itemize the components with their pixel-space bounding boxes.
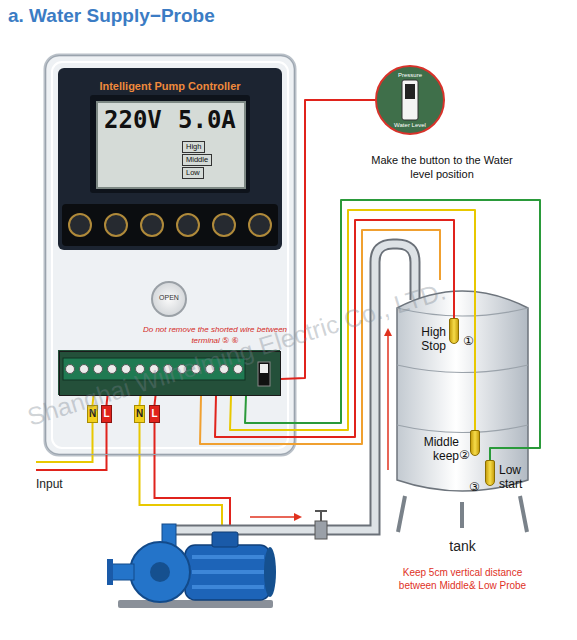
pump-flange — [107, 559, 113, 585]
flow-arrow — [250, 516, 300, 518]
wire-connector — [230, 210, 475, 430]
wire-connector — [215, 220, 454, 437]
panel-button — [249, 214, 271, 236]
valve — [315, 521, 327, 539]
wire-marker: N — [87, 405, 98, 423]
input-wire — [36, 423, 107, 470]
tank-rib — [397, 425, 528, 433]
switch-callout: PressureWater LevelMake the button to th… — [375, 65, 445, 135]
switch-toggle — [405, 84, 415, 99]
terminal-board — [58, 350, 280, 395]
panel-button — [69, 214, 91, 236]
terminal-strip — [63, 358, 245, 380]
controller-body — [45, 55, 295, 455]
switch-body — [402, 80, 418, 120]
mode-switch — [258, 362, 270, 386]
motor-fin — [192, 585, 264, 589]
level-indicator: High — [182, 141, 205, 153]
pump-base — [118, 600, 273, 608]
pump-motor — [185, 545, 270, 600]
current-reading: 5.0A — [178, 107, 236, 135]
input-label: Input — [36, 478, 63, 492]
probe-label: Middle keep — [415, 435, 459, 463]
valve-handle — [315, 511, 327, 521]
switch-lever — [260, 364, 268, 373]
flow-arrow — [387, 330, 389, 470]
level-indicator: Middle — [182, 154, 212, 166]
wire-connector — [245, 200, 540, 460]
pump-wire — [140, 423, 223, 533]
wire-connector — [107, 396, 108, 405]
voltage-reading: 220V — [104, 107, 162, 135]
warning-note: Do not remove the shorted wire between t… — [140, 324, 290, 346]
terminal-block: Do not remove the shorted wire between t… — [59, 351, 281, 396]
controller-box: Intelligent Pump Controller 220V 5.0A HighM… — [45, 55, 295, 455]
callout-number: ① — [463, 335, 474, 349]
wire-marker: N — [134, 405, 145, 423]
terminal-letter: L — [102, 408, 111, 420]
pump-volute — [130, 542, 190, 602]
terminal-letter: N — [135, 408, 144, 420]
pump-eye — [150, 562, 170, 582]
tank-seam — [397, 308, 528, 316]
controller-bevel — [52, 62, 288, 448]
pump-terminal-box — [212, 532, 238, 547]
pipe — [169, 244, 415, 530]
controller-title: Intelligent Pump Controller — [46, 80, 294, 93]
level-probe: High Stop① — [449, 318, 459, 344]
front-panel — [58, 68, 282, 250]
display-frame — [90, 95, 250, 193]
callout-note: Make the button to the Water level posit… — [367, 153, 517, 181]
motor-fin — [192, 570, 264, 574]
terminal-letter: L — [150, 408, 159, 420]
tank-label: tank — [395, 538, 530, 554]
switch-label: Water Level — [377, 122, 443, 129]
level-probe: Middle keep② — [470, 430, 480, 456]
wire-connector — [140, 396, 141, 405]
probe-label: Low start — [499, 463, 533, 491]
pipe-outline — [169, 244, 415, 530]
level-probe: Low start③ — [485, 460, 495, 486]
pump-inlet — [112, 564, 134, 580]
callout-number: ② — [459, 449, 470, 463]
panel-button — [177, 214, 199, 236]
pcb-photo — [376, 66, 444, 134]
water-tank: tankHigh Stop①Middle keep②Low start③ — [395, 280, 530, 500]
panel-button — [141, 214, 163, 236]
callout-number: ③ — [469, 481, 480, 495]
motor-fin — [192, 555, 264, 559]
button-band — [62, 204, 278, 246]
wire-connector — [200, 230, 440, 444]
button-label: OPEN — [153, 294, 185, 302]
pump-wire — [155, 423, 231, 533]
tank-rib — [397, 365, 528, 373]
terminal-screws — [63, 358, 245, 380]
tank-legs — [398, 496, 527, 532]
motor-end-cap — [264, 547, 276, 597]
note-label: Keep 5cm vertical distance between Middl… — [385, 566, 540, 592]
diagram-title: a. Water Supply−Probe — [8, 5, 215, 27]
panel-button — [105, 214, 127, 236]
level-indicator: Low — [182, 167, 204, 179]
probe-label: High Stop — [408, 325, 446, 353]
wire-marker: L — [101, 405, 112, 423]
wire-connector — [93, 396, 94, 405]
panel-button — [213, 214, 235, 236]
wire-connector — [281, 100, 375, 379]
wire-marker: L — [149, 405, 160, 423]
terminal-letter: N — [88, 408, 97, 420]
wire-connector — [155, 396, 156, 405]
switch-label: Pressure — [377, 72, 443, 79]
tank-shell — [397, 291, 528, 491]
lcd-display: 220V 5.0A HighMiddleLow — [96, 101, 246, 189]
open-button: OPEN — [151, 281, 187, 317]
